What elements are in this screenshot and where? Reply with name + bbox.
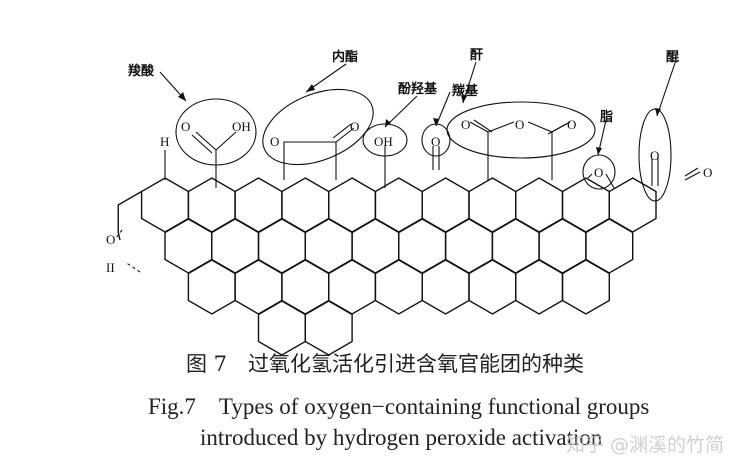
atom-o: O bbox=[270, 134, 279, 149]
carbon-ring bbox=[304, 218, 353, 274]
carbon-ring bbox=[561, 259, 610, 315]
atom-o: O bbox=[515, 117, 524, 132]
carbon-ring bbox=[257, 300, 306, 356]
carbon-ring bbox=[421, 259, 470, 315]
atom-o: O bbox=[703, 165, 712, 180]
caption-en-line2: introduced by hydrogen peroxide activati… bbox=[200, 425, 603, 450]
atom-o: O bbox=[431, 134, 440, 149]
carbon-ring bbox=[140, 177, 190, 233]
ether-ellipse bbox=[582, 154, 616, 190]
carbon-ring bbox=[281, 177, 330, 233]
carbon-ring bbox=[328, 177, 377, 233]
carbon-ring bbox=[608, 177, 657, 233]
carbon-ring bbox=[234, 177, 283, 233]
carbon-ring bbox=[421, 177, 470, 233]
label-phenolic-hydroxyl: 酚羟基 bbox=[398, 82, 438, 97]
lactone-ellipse bbox=[262, 88, 374, 166]
carbon-ring bbox=[491, 218, 540, 274]
carbon-ring bbox=[374, 177, 423, 233]
carbon-ring bbox=[304, 300, 353, 356]
label-lactone: 内酯 bbox=[332, 50, 359, 65]
carbon-ring bbox=[164, 218, 213, 274]
carbon-ring bbox=[234, 259, 283, 315]
atom-o: O bbox=[650, 148, 659, 163]
atom-o: O bbox=[594, 165, 603, 180]
atom-h: H bbox=[160, 134, 169, 149]
carbon-ring bbox=[257, 218, 306, 274]
carbon-ring bbox=[538, 218, 587, 274]
label-quinone: 醌 bbox=[666, 50, 680, 65]
label-carbonyl: 羰基 bbox=[452, 84, 479, 99]
atom-oh: OH bbox=[374, 134, 393, 149]
watermark: 知乎 @渊溪的竹简 bbox=[566, 434, 725, 456]
atom-o: O bbox=[461, 117, 470, 132]
caption-zh: 图 7 过氧化氢活化引进含氧官能团的种类 bbox=[186, 352, 585, 376]
label-ether: 脂 bbox=[600, 110, 614, 125]
atom-o: O bbox=[181, 119, 190, 134]
atom-oh: OH bbox=[232, 119, 251, 134]
carbon-ring bbox=[187, 177, 236, 233]
carbon-ring bbox=[187, 259, 236, 315]
label-carboxylic-acid: 羧酸 bbox=[128, 64, 155, 79]
carbon-ring bbox=[515, 177, 564, 233]
carbon-ring bbox=[515, 259, 564, 315]
carbon-ring bbox=[211, 218, 260, 274]
atom-o: O bbox=[350, 119, 359, 134]
carbon-ring bbox=[398, 218, 447, 274]
label-anhydride: 酐 bbox=[470, 48, 484, 63]
carbon-ring bbox=[561, 177, 610, 233]
carbon-ring bbox=[281, 259, 330, 315]
atom-o: O bbox=[106, 232, 115, 247]
carbon-ring bbox=[585, 218, 634, 274]
anhydride-ellipse bbox=[446, 101, 596, 159]
arrow-phenol bbox=[384, 95, 418, 128]
pyran-ring bbox=[117, 190, 142, 241]
carbon-ring bbox=[444, 218, 494, 274]
carbon-ring bbox=[468, 259, 517, 315]
quinone-ellipse bbox=[638, 108, 672, 202]
carbon-ring bbox=[328, 259, 377, 315]
caption-en-line1: Fig.7 Types of oxygen−containing functio… bbox=[148, 394, 650, 419]
atom-h: II bbox=[106, 260, 115, 275]
atom-o: O bbox=[567, 117, 576, 132]
carbon-ring bbox=[351, 218, 400, 274]
arrow-quinone bbox=[656, 59, 677, 117]
carbon-ring bbox=[468, 177, 517, 233]
carbon-ring bbox=[374, 259, 423, 315]
